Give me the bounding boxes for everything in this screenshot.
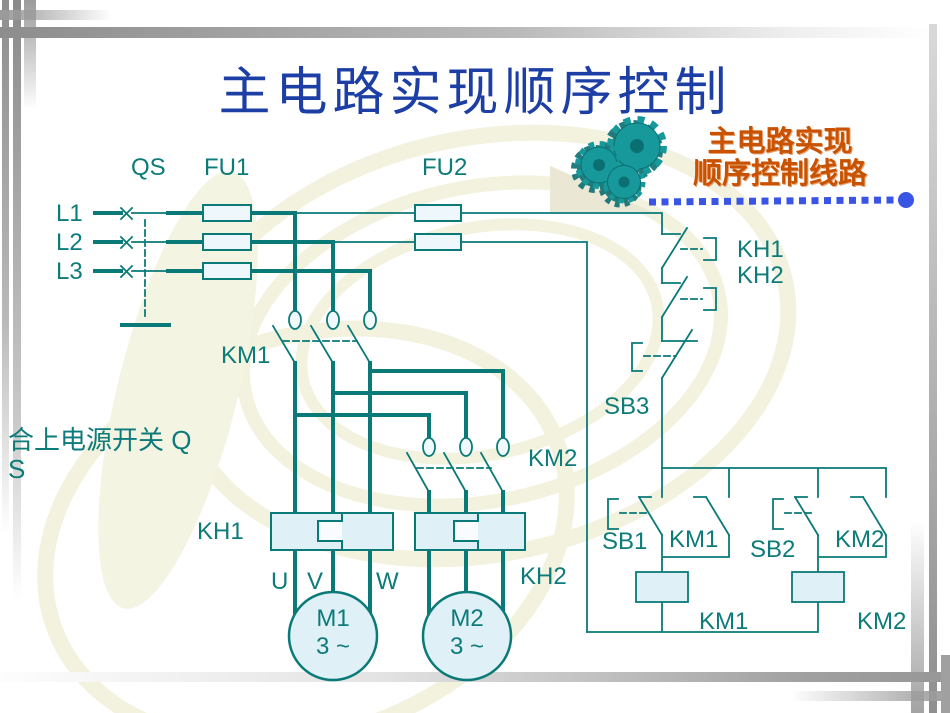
- fuse-fu2: [414, 204, 462, 222]
- label-phase-u: U: [271, 568, 289, 595]
- label-km1-main: KM1: [221, 342, 271, 369]
- km2-branch-wires: [293, 369, 505, 440]
- label-phase-w: W: [376, 568, 399, 595]
- label-kh1-control: KH1: [737, 236, 784, 263]
- label-km1-coil: KM1: [699, 608, 749, 635]
- control-branch-top: [661, 467, 887, 498]
- label-m1-phase: 3 ~: [315, 633, 351, 660]
- label-sb3: SB3: [604, 393, 650, 420]
- km2-contact-tip: [422, 437, 436, 457]
- qs-switch-thin-wires: [131, 212, 169, 272]
- fuse-fu1: [202, 204, 252, 222]
- label-km2-main: KM2: [528, 445, 578, 472]
- label-km2-aux: KM2: [835, 526, 885, 553]
- pointer-end-dot: [898, 192, 914, 208]
- label-kh1-main: KH1: [197, 518, 244, 545]
- label-m1-name: M1: [316, 605, 350, 632]
- corner-bar-horizontal: [790, 691, 950, 701]
- gear-large: [607, 116, 667, 176]
- km2-coil-box: [791, 571, 845, 603]
- kh1-overload-tab: [319, 521, 342, 541]
- label-l3: L3: [56, 258, 83, 285]
- km1-aux-contact: [693, 495, 731, 537]
- page-title: 主电路实现顺序控制: [218, 65, 732, 122]
- sb3-actuator-bracket: [631, 342, 643, 372]
- label-kh2-main: KH2: [520, 563, 567, 590]
- motor-m1-circle: [287, 590, 379, 682]
- annotation-note-line2: S: [8, 454, 26, 484]
- corner-bar-vertical: [2, 0, 9, 713]
- kh1-nc-contact: [660, 226, 689, 284]
- label-sb2: SB2: [750, 536, 796, 563]
- label-qs: QS: [131, 154, 166, 181]
- kh2-overload-tab: [455, 521, 478, 541]
- fuse-fu2: [414, 233, 462, 251]
- gears-icon: [571, 116, 667, 208]
- sb2-no-button: [793, 495, 820, 537]
- fuse-fu1: [202, 233, 252, 251]
- label-l1: L1: [56, 200, 83, 227]
- annotation-note-line1: 合上电源开关 Q: [8, 425, 192, 455]
- corner-bar-stub: [941, 655, 950, 713]
- km1-contact-drops: [293, 211, 372, 313]
- kh1-overload-notch: [317, 514, 343, 550]
- sb1-no-button: [637, 495, 664, 537]
- top-rule-bar: [0, 27, 932, 38]
- km2-aux-contact: [850, 495, 888, 537]
- annotation-note: 合上电源开关 Q S: [8, 426, 191, 484]
- label-l2: L2: [56, 229, 83, 256]
- callout-text: 主电路实现 顺序控制线路: [666, 126, 894, 190]
- sb3-nc-button: [660, 328, 698, 469]
- km1-contact-tip: [288, 310, 302, 330]
- label-sb1: SB1: [602, 528, 648, 555]
- sb-actuator-brackets: [607, 498, 784, 530]
- kh-heater-brackets: [703, 237, 717, 311]
- callout-line1: 主电路实现: [707, 126, 853, 158]
- right-rule-bar: [929, 24, 937, 713]
- km2-contact-tip: [496, 437, 510, 457]
- label-fu2: FU2: [422, 154, 468, 181]
- kh2-overload-notch: [453, 514, 479, 550]
- label-kh2-control: KH2: [737, 262, 784, 289]
- fuse-fu1: [202, 262, 252, 280]
- pointer-dotted-line: [648, 196, 898, 206]
- corner-bar-horizontal: [0, 10, 112, 20]
- control-bottom-wires: [586, 534, 887, 633]
- kh-link-dashed: [680, 248, 703, 300]
- callout-line2: 顺序控制线路: [692, 158, 867, 190]
- corner-bar-vertical: [911, 520, 924, 713]
- kh2-nc-contact: [660, 275, 689, 342]
- label-phase-v: V: [307, 568, 324, 595]
- km1-contact-blades: [271, 324, 372, 365]
- km2-contact-tip: [459, 437, 473, 457]
- km1-output-wires: [293, 361, 372, 616]
- motor-m2-circle: [421, 590, 513, 682]
- km1-contact-tip: [326, 310, 340, 330]
- km2-contact-blades: [405, 451, 505, 494]
- km1-coil-box: [635, 571, 689, 603]
- label-m2-phase: 3 ~: [449, 633, 485, 660]
- label-m2-name: M2: [450, 605, 484, 632]
- corner-bar-vertical: [13, 0, 21, 600]
- label-km2-coil: KM2: [857, 608, 907, 635]
- label-fu1: FU1: [204, 154, 250, 181]
- label-km1-aux: KM1: [669, 526, 719, 553]
- control-feed-l1: [294, 212, 663, 235]
- qs-cross-marks: [119, 206, 134, 279]
- km1-contact-tip: [363, 310, 377, 330]
- gear-small: [602, 160, 646, 204]
